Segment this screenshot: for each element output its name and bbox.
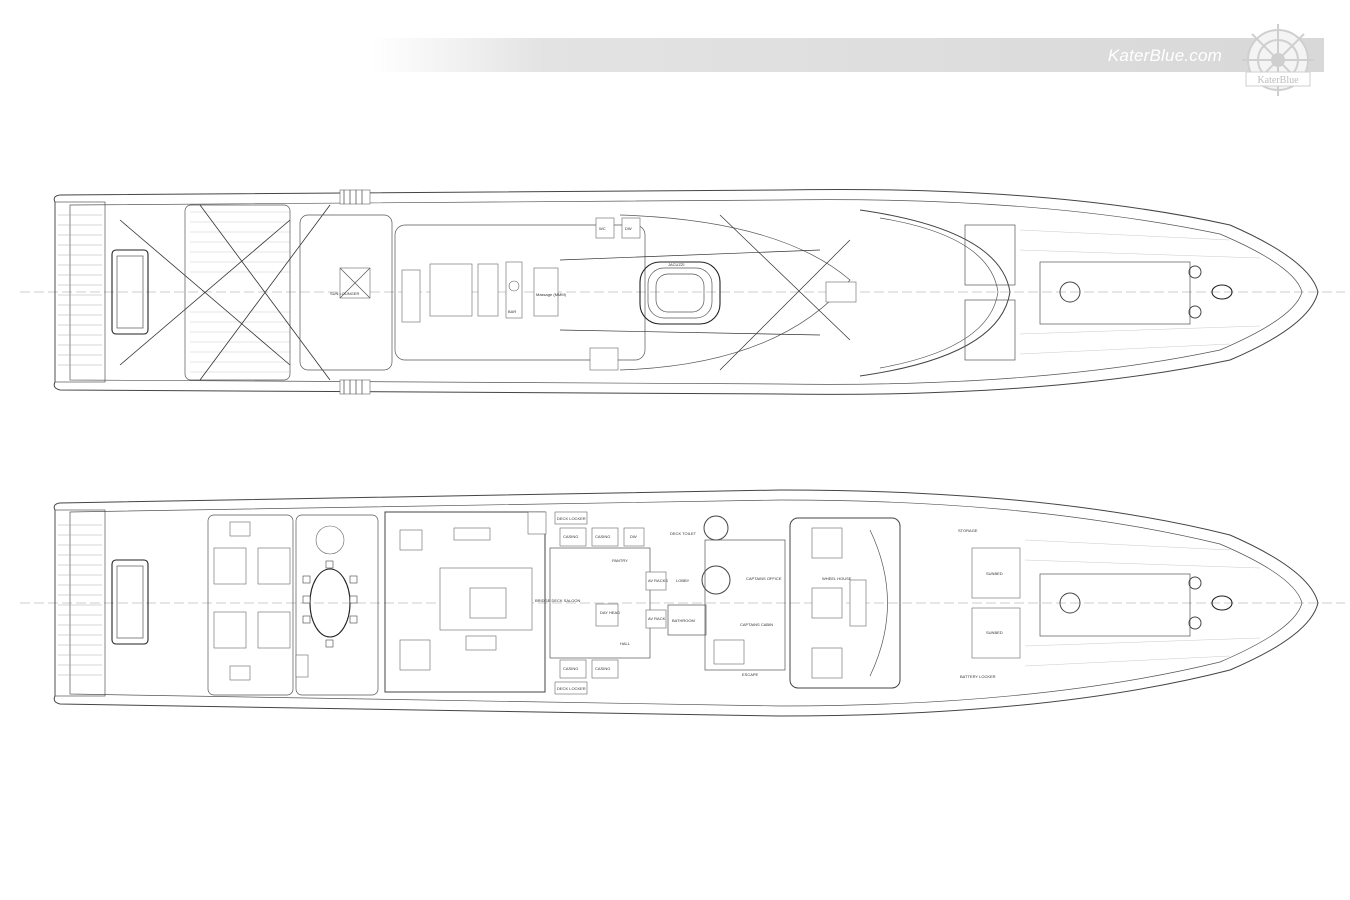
lobby-label: LOBBY [676,578,690,583]
sunbed-1-label: SUNBED [986,571,1003,576]
battery-locker-label: BATTERY LOCKER [960,674,996,679]
pantry-label: PANTRY [612,558,628,563]
massage-label: Massage (MMM) [536,292,567,297]
storage-label: STORAGE [958,528,978,533]
dw-deck-label: DW [630,534,637,539]
hall-label: HALL [620,641,631,646]
wheel-house-label: WHEEL HOUSE [822,576,852,581]
deck-locker-bottom-label: DECK LOCKER [557,686,586,691]
captains-office-label: CAPTAINS OFFICE [746,576,782,581]
captains-cabin-label: CAPTAINS CABIN [740,622,773,627]
bridge-deck-plan: BRIDGE DECK SALOON DECK LOCKER CASING CA… [20,489,1345,717]
av-racks-label: AV RACKS [648,578,668,583]
dw-label: DW [625,226,632,231]
saloon-label: BRIDGE DECK SALOON [535,598,580,603]
sunbed-2-label: SUNBED [986,630,1003,635]
wc-label: WC [599,226,606,231]
bar-label: BAR [508,309,516,314]
casing-3-label: CASING [563,666,578,671]
header-banner [372,38,1324,72]
day-head-label: DAY HEAD [600,610,620,615]
casing-4-label: CASING [595,666,610,671]
casing-1-label: CASING [563,534,578,539]
escape-label: ESCAPE [742,672,759,677]
sun-lounger-label: SUN LOUNGER [330,291,359,296]
deck-locker-top-label: DECK LOCKER [557,516,586,521]
ships-wheel-logo-icon: KaterBlue [1242,24,1314,96]
jacuzzi: JACUZZI [639,261,721,325]
casing-2-label: CASING [595,534,610,539]
logo-text: KaterBlue [1257,75,1299,86]
av-rack-label: AV RACK [648,616,666,621]
stern-platform [54,201,149,383]
jacuzzi-label: JACUZZI [668,262,684,267]
sun-deck-plan: SUN LOUNGER BAR Massage (MMM) WC DW JACU… [20,188,1345,395]
site-name[interactable]: KaterBlue.com [1107,46,1222,65]
deck-toilet-label: DECK TOILET [670,531,697,536]
bathroom-label: BATHROOM [672,618,695,623]
